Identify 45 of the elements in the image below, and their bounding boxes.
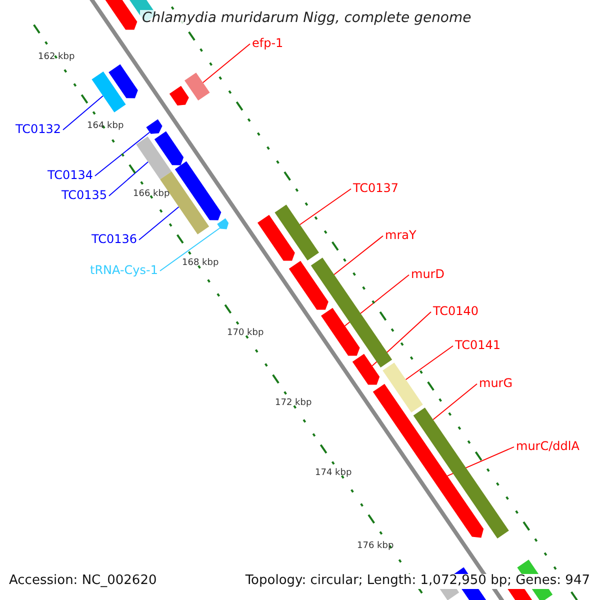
tick-label: 176 kbp: [357, 541, 394, 552]
leader-line: [160, 227, 220, 272]
gene-label: TC0134: [47, 169, 93, 183]
tick-label: 168 kbp: [182, 258, 219, 268]
gene-label: TC0132: [15, 123, 61, 137]
gene-label: efp-1: [252, 37, 284, 51]
gene-label: TC0135: [61, 189, 107, 203]
gene-bar: [184, 72, 210, 100]
gene-bar: [321, 308, 360, 356]
tick-label: 174 kbp: [315, 468, 352, 478]
gene-bar: [310, 258, 392, 368]
accession-text: Accession: NC_002620: [9, 574, 157, 589]
gene-bar: [146, 119, 162, 134]
leader-line: [138, 206, 180, 240]
leader-line: [108, 161, 149, 196]
title: Chlamydia muridarum Nigg, complete genome: [140, 10, 474, 26]
gene-label: TC0136: [91, 233, 137, 247]
tick-label: 170 kbp: [227, 328, 264, 338]
gene-label: murD: [411, 268, 444, 282]
gene-bar: [382, 362, 423, 412]
gene-label: mraY: [385, 229, 416, 243]
leader-line: [202, 43, 250, 84]
leader-line: [432, 383, 478, 420]
tick-label: 172 kbp: [275, 398, 312, 408]
gene-label: murG: [479, 377, 513, 391]
genome-summary-text: Topology: circular; Length: 1,072,950 bp; Genes: 947: [245, 574, 590, 589]
gene-label: TC0140: [433, 305, 479, 319]
tick-label: 162 kbp: [38, 52, 75, 62]
leader-line: [299, 188, 352, 226]
tick-label: 164 kbp: [87, 121, 124, 132]
gene-bar: [217, 218, 229, 230]
gene-label: TC0137: [353, 182, 399, 196]
leader-line: [334, 235, 384, 276]
gene-bar: [413, 408, 509, 538]
gene-bar: [352, 354, 380, 385]
gene-bar: [136, 136, 172, 180]
gene-label: TC0141: [455, 339, 501, 353]
leader-line: [94, 132, 150, 176]
gene-bar: [92, 72, 126, 112]
gene-bar: [274, 204, 319, 260]
leader-line: [62, 95, 104, 130]
gene-label: murC/ddlA: [516, 440, 580, 454]
tick-label: 166 kbp: [133, 189, 170, 200]
leader-line: [405, 345, 454, 380]
gene-label: tRNA-Cys-1: [90, 264, 158, 278]
